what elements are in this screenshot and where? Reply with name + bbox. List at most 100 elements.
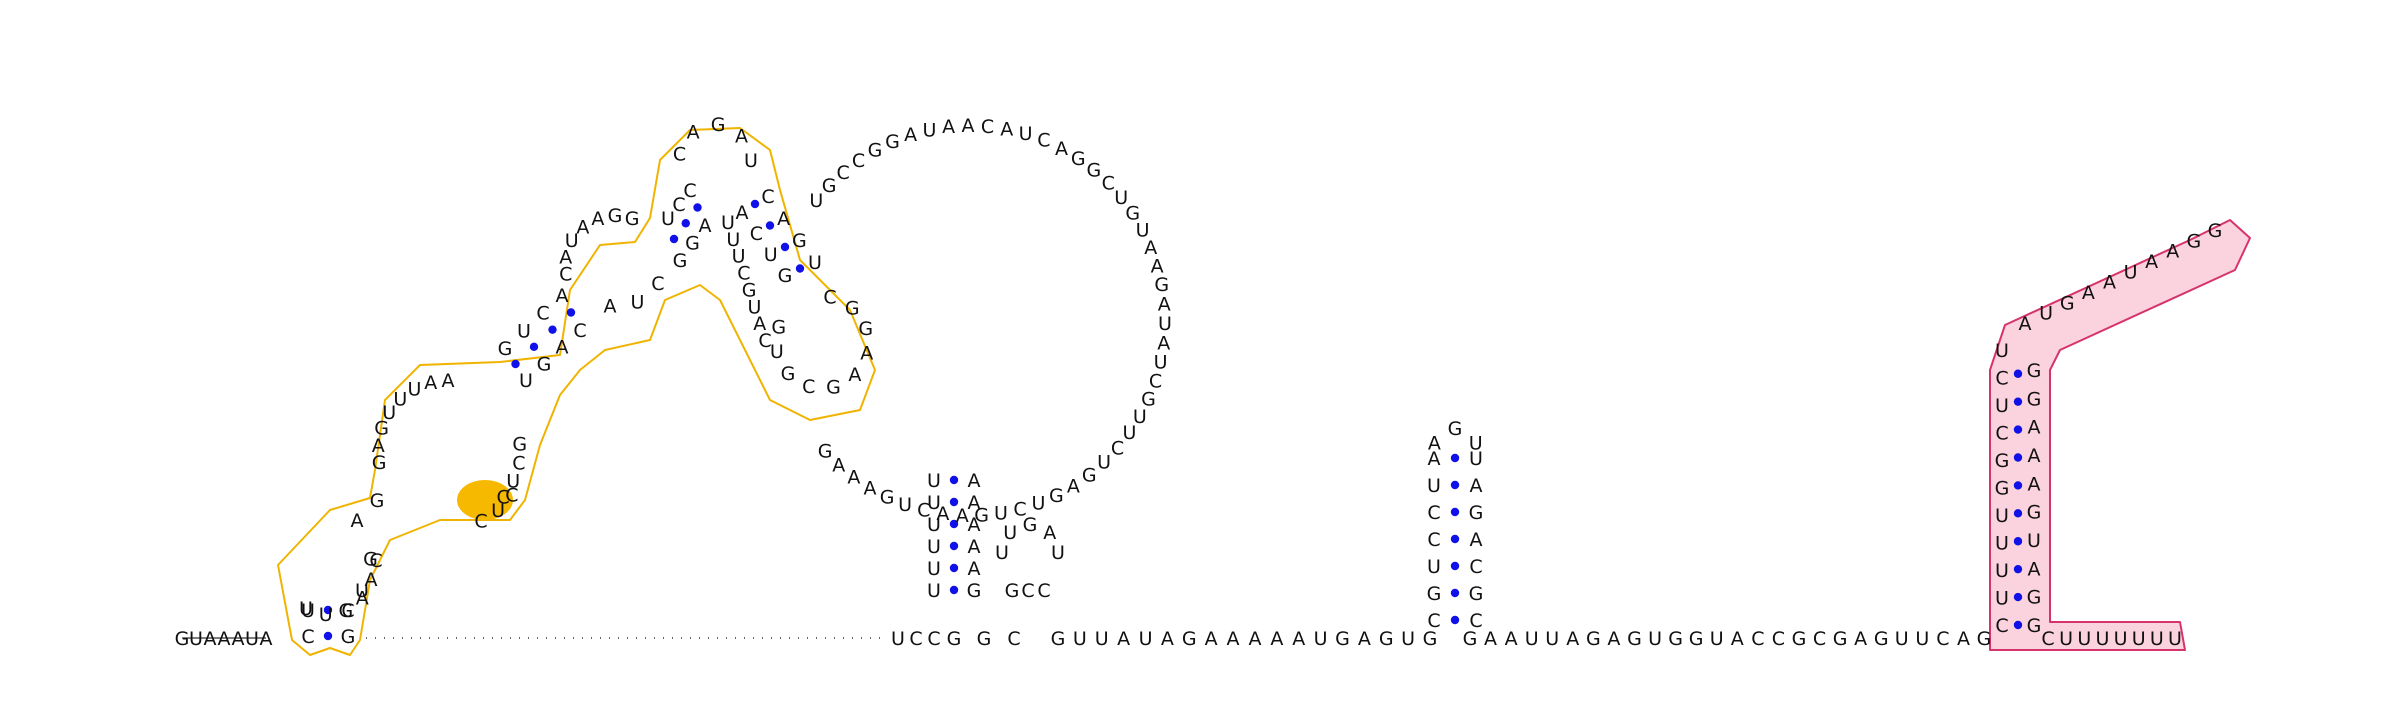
nucleotide: G: [1082, 464, 1097, 486]
nucleotide: G: [1141, 388, 1156, 410]
base-pair-layer: [323, 199, 2023, 641]
nucleotide: G: [372, 452, 387, 474]
nucleotide: U: [2124, 261, 2138, 283]
nucleotide: C: [750, 223, 763, 245]
nucleotide: G: [885, 131, 900, 153]
nucleotide: A: [2028, 558, 2041, 580]
nucleotide: G: [537, 353, 552, 375]
nucleotide: A: [848, 364, 861, 386]
nucleotide: A: [424, 372, 437, 394]
nucleotide: G: [1977, 628, 1992, 650]
nucleotide: G: [374, 418, 389, 440]
base-pair-dot: [2013, 369, 2023, 378]
nucleotide: G: [778, 265, 793, 287]
nucleotide: G: [2027, 615, 2042, 637]
nucleotide: A: [968, 536, 981, 558]
nucleotide: U: [1114, 187, 1128, 209]
nucleotide: A: [1205, 628, 1218, 650]
nucleotide: C: [758, 330, 771, 352]
nucleotide: G: [2208, 220, 2223, 242]
nucleotide: C: [536, 303, 549, 325]
base-pair-dot: [323, 631, 333, 641]
nucleotide: A: [2028, 473, 2041, 495]
nucleotide: U: [927, 492, 941, 514]
nucleotide: G: [711, 114, 726, 136]
base-pair-dot: [949, 497, 959, 507]
nucleotide: G: [1423, 628, 1438, 650]
nucleotide: U: [1122, 422, 1136, 444]
nucleotide: C: [909, 628, 922, 650]
nucleotide: G: [822, 175, 837, 197]
nucleotide: U: [393, 389, 407, 411]
nucleotide: U: [491, 500, 505, 522]
nucleotide: C: [673, 144, 686, 166]
nucleotide: G: [673, 250, 688, 272]
base-pair-dot: [2013, 481, 2023, 490]
nucleotide: A: [2166, 241, 2179, 263]
nucleotide: A: [1117, 628, 1130, 650]
nucleotide: G: [1792, 628, 1807, 650]
nucleotide: U: [1995, 588, 2009, 610]
nucleotide: A: [604, 295, 617, 317]
nucleotide: A: [204, 628, 217, 650]
nucleotide: G: [1448, 418, 1463, 440]
nucleotide: A: [1470, 529, 1483, 551]
nucleotide: A: [1151, 255, 1164, 277]
base-pair-dot: [750, 199, 760, 209]
nucleotide: C: [1813, 628, 1826, 650]
nucleotide: A: [556, 337, 569, 359]
base-pair-dot: [1450, 561, 1460, 571]
nucleotide: U: [1469, 432, 1483, 454]
base-pair-dot: [949, 541, 959, 551]
nucleotide: U: [747, 296, 761, 318]
nucleotide: A: [1144, 237, 1157, 259]
nucleotide: A: [1731, 628, 1744, 650]
nucleotide: G: [845, 297, 860, 319]
nucleotide: U: [2095, 628, 2109, 650]
nucleotide: U: [1995, 505, 2009, 527]
nucleotide: G: [498, 338, 513, 360]
nucleotide: A: [687, 121, 700, 143]
nucleotide: A: [576, 217, 589, 239]
nucleotide: G: [341, 626, 356, 648]
nucleotide: C: [474, 511, 487, 533]
nucleotide: U: [519, 370, 533, 392]
nucleotide: G: [742, 279, 757, 301]
nucleotide: U: [382, 402, 396, 424]
nucleotide: G: [608, 205, 623, 227]
nucleotide: U: [1427, 556, 1441, 578]
nucleotide: G: [2027, 360, 2042, 382]
nucleotide: A: [1248, 628, 1261, 650]
highlight-layer: [277, 127, 2251, 656]
nucleotide: G: [339, 600, 354, 622]
nucleotide: G: [2187, 230, 2202, 252]
nucleotide: C: [1111, 438, 1124, 460]
nucleotide: A: [260, 628, 273, 650]
nucleotide: A: [442, 370, 455, 392]
nucleotide: A: [1067, 475, 1080, 497]
nucleotide: A: [372, 435, 385, 457]
nucleotide: G: [1051, 628, 1066, 650]
nucleotide: U: [1995, 340, 2009, 362]
nucleotide: U: [1427, 475, 1441, 497]
nucleotide: A: [591, 208, 604, 230]
base-pair-dot: [2013, 397, 2023, 406]
nucleotide: A: [1158, 293, 1171, 315]
nucleotide: U: [189, 628, 203, 650]
nucleotide: A: [1484, 628, 1497, 650]
nucleotide: U: [506, 470, 520, 492]
nucleotide: G: [1379, 628, 1394, 650]
nucleotide: U: [927, 514, 941, 536]
base-pair-dot: [681, 219, 690, 228]
nucleotide: G: [685, 233, 700, 255]
highlight-region-orange: [277, 127, 876, 656]
nucleotide: G: [947, 628, 962, 650]
nucleotide: G: [1995, 450, 2010, 472]
nucleotide: U: [2077, 628, 2091, 650]
nucleotide: G: [1125, 203, 1140, 225]
nucleotide: U: [1469, 448, 1483, 470]
nucleotide: A: [736, 202, 749, 224]
nucleotide: U: [1710, 628, 1724, 650]
nucleotide: A: [2028, 417, 2041, 439]
